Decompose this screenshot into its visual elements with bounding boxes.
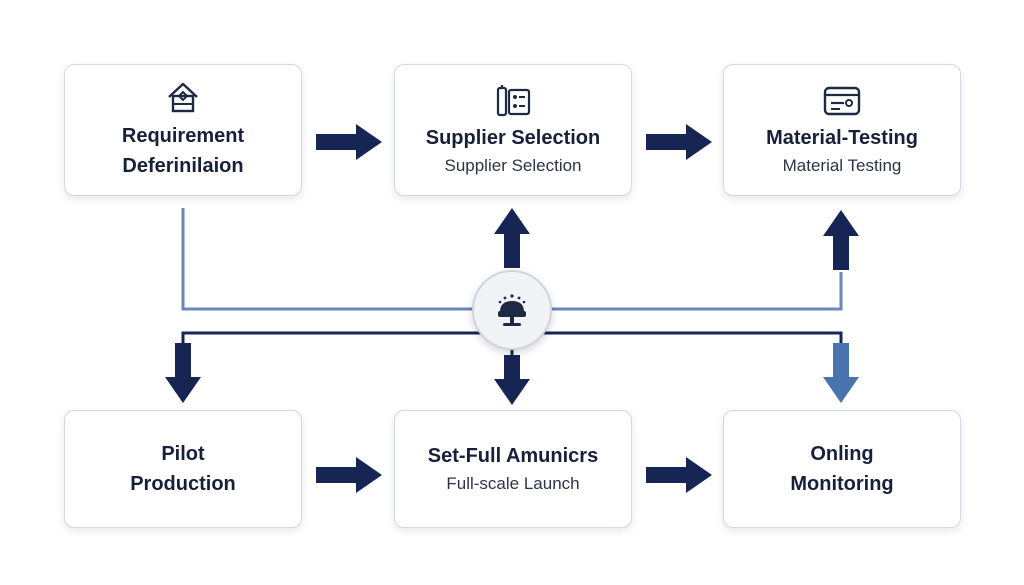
central-hub: [472, 270, 552, 350]
node-material-testing: Material-Testing Material Testing: [723, 64, 961, 196]
arrow-down-to-monitoring: [823, 343, 859, 403]
arrow-up-to-supplier: [494, 208, 530, 268]
launch-subtitle: Full-scale Launch: [446, 474, 580, 493]
requirement-title-line2: Deferinilaion: [122, 155, 244, 177]
node-requirement: Requirement Deferinilaion: [64, 64, 302, 196]
launch-title: Set-Full Amunicrs: [427, 445, 599, 467]
node-monitoring: Onling Monitoring: [723, 410, 961, 528]
clipboard-list-icon: [496, 85, 531, 117]
supplier-subtitle: Supplier Selection: [444, 156, 582, 175]
monitor-stand-icon: [498, 294, 526, 326]
arrow-pilot-to-launch: [316, 457, 382, 493]
arrow-down-to-launch: [494, 355, 530, 405]
node-supplier-selection: Supplier Selection Supplier Selection: [394, 64, 632, 196]
material-subtitle: Material Testing: [782, 156, 902, 175]
node-full-scale-launch: Set-Full Amunicrs Full-scale Launch: [394, 410, 632, 528]
arrow-launch-to-monitoring: [646, 457, 712, 493]
material-title: Material-Testing: [766, 127, 918, 149]
house-tag-icon: [168, 82, 198, 113]
arrow-down-to-pilot: [165, 343, 201, 403]
supplier-title: Supplier Selection: [425, 127, 601, 149]
requirement-title-line1: Requirement: [121, 125, 245, 147]
pilot-title-line1: Pilot: [161, 443, 205, 465]
arrow-requirement-to-supplier: [316, 124, 382, 160]
monitoring-title-line2: Monitoring: [790, 473, 894, 495]
pilot-title-line2: Production: [130, 473, 236, 495]
arrow-up-to-material: [823, 210, 859, 270]
monitoring-title-line1: Onling: [810, 443, 874, 465]
arrow-supplier-to-material: [646, 124, 712, 160]
node-pilot-production: Pilot Production: [64, 410, 302, 528]
browser-window-icon: [823, 86, 861, 116]
